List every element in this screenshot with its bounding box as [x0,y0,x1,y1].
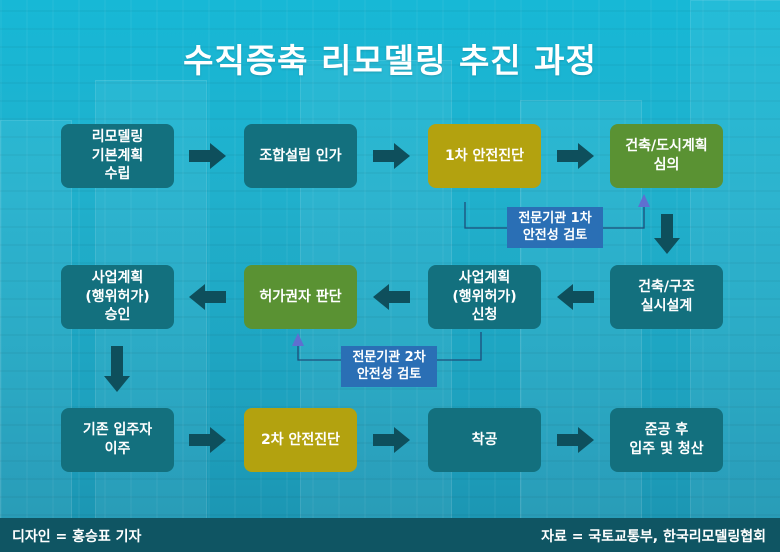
step-architecture-review: 건축/도시계획 심의 [610,124,723,188]
arrow-left [373,284,410,310]
background-building [0,120,72,522]
footer-design-credit: 디자인 = 홍승표 기자 [12,529,142,545]
step-business-plan-approval: 사업계획 (행위허가) 승인 [61,265,174,329]
arrow-down [654,214,680,254]
step-authority-judgment: 허가권자 판단 [244,265,357,329]
page-title: 수직증축 리모델링 추진 과정 [183,41,597,80]
arrow-down [104,346,130,392]
note-first-safety-review: 전문기관 1차 안전성 검토 [507,207,603,248]
arrow-left [557,284,594,310]
arrow-right [373,143,410,169]
step-remodeling-plan: 리모델링 기본계획 수립 [61,124,174,188]
arrow-right [189,427,226,453]
step-completion-settlement: 준공 후 입주 및 청산 [610,408,723,472]
step-business-plan-application: 사업계획 (행위허가) 신청 [428,265,541,329]
arrow-group [104,143,680,453]
step-second-safety-inspection: 2차 안전진단 [244,408,357,472]
arrow-right [189,143,226,169]
step-first-safety-inspection: 1차 안전진단 [428,124,541,188]
arrow-left [189,284,226,310]
footer-bar: 디자인 = 홍승표 기자 자료 = 국토교통부, 한국리모델링협회 [0,518,780,552]
arrow-right [557,427,594,453]
step-resident-relocation: 기존 입주자 이주 [61,408,174,472]
step-union-approval: 조합설립 인가 [244,124,357,188]
note-second-safety-review: 전문기관 2차 안전성 검토 [341,346,437,387]
arrow-right [373,427,410,453]
step-construction-start: 착공 [428,408,541,472]
review-arrowhead-2 [292,333,304,346]
footer-source-credit: 자료 = 국토교통부, 한국리모델링협회 [541,529,766,545]
step-structure-design: 건축/구조 실시설계 [610,265,723,329]
review-arrowhead-1 [638,194,650,207]
arrow-right [557,143,594,169]
